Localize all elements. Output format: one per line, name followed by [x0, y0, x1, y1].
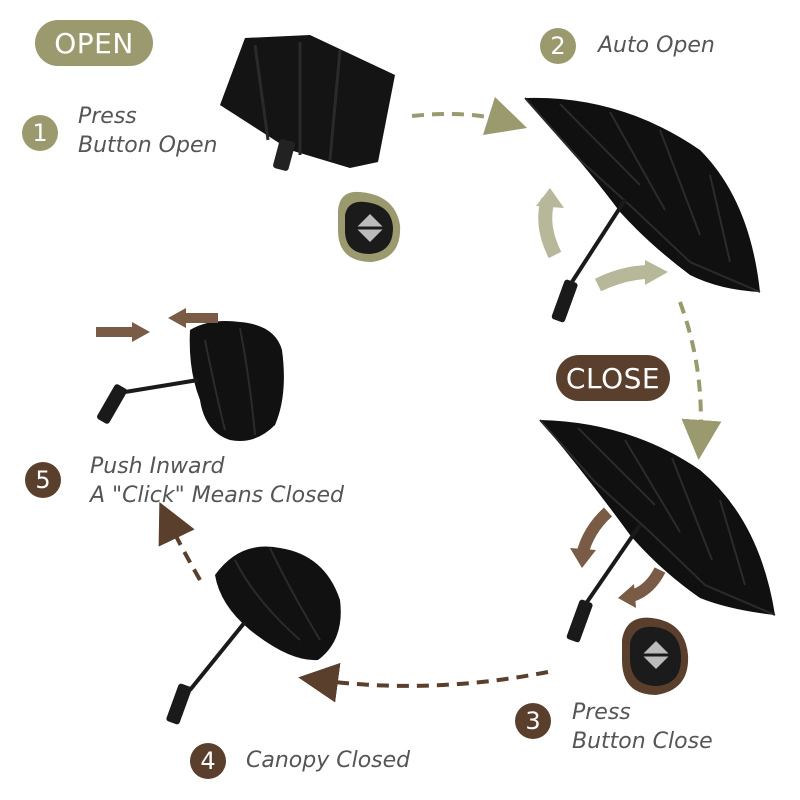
dashed-arrow-icon	[678, 301, 722, 460]
step-3-line-1: Press	[572, 700, 631, 725]
curved-arrow-icon	[594, 265, 651, 292]
dashed-arrow-icon	[158, 501, 202, 581]
open-button-icon	[338, 191, 401, 262]
step-5-number: 5	[25, 462, 61, 498]
step-3-line-2: Button Close	[572, 729, 713, 754]
folded-umbrella-1	[220, 35, 395, 171]
step-2-line-1: Auto Open	[598, 33, 715, 58]
step-3-number: 3	[515, 703, 551, 739]
folded-umbrella-5	[97, 321, 284, 441]
step-1-line-1: Press	[78, 104, 137, 129]
step-1-number: 1	[22, 115, 58, 151]
step-3-caption: Press Button Close	[572, 698, 713, 756]
open-umbrella-2	[524, 97, 761, 323]
canopy-closed-umbrella-4	[166, 546, 341, 725]
curved-arrow-icon	[538, 197, 562, 259]
curved-arrow-icon	[629, 567, 666, 602]
step-5-line-2: A "Click" Means Closed	[90, 483, 344, 508]
open-umbrella-3	[539, 419, 776, 643]
curved-arrow-icon	[576, 507, 613, 557]
close-badge: CLOSE	[556, 355, 670, 401]
close-button-icon	[622, 617, 689, 695]
step-1-caption: Press Button Open	[78, 102, 217, 160]
dashed-arrow-icon	[298, 662, 549, 703]
step-2-number: 2	[540, 28, 576, 64]
step-4-line-1: Canopy Closed	[246, 748, 411, 773]
dashed-arrow-icon	[411, 96, 528, 136]
step-5-caption: Push Inward A "Click" Means Closed	[90, 452, 344, 510]
open-badge: OPEN	[35, 20, 153, 66]
step-1-line-2: Button Open	[78, 133, 218, 158]
step-4-number: 4	[190, 743, 226, 779]
step-4-caption: Canopy Closed	[246, 746, 410, 775]
step-2-caption: Auto Open	[598, 31, 715, 60]
step-5-line-1: Push Inward	[90, 454, 225, 479]
